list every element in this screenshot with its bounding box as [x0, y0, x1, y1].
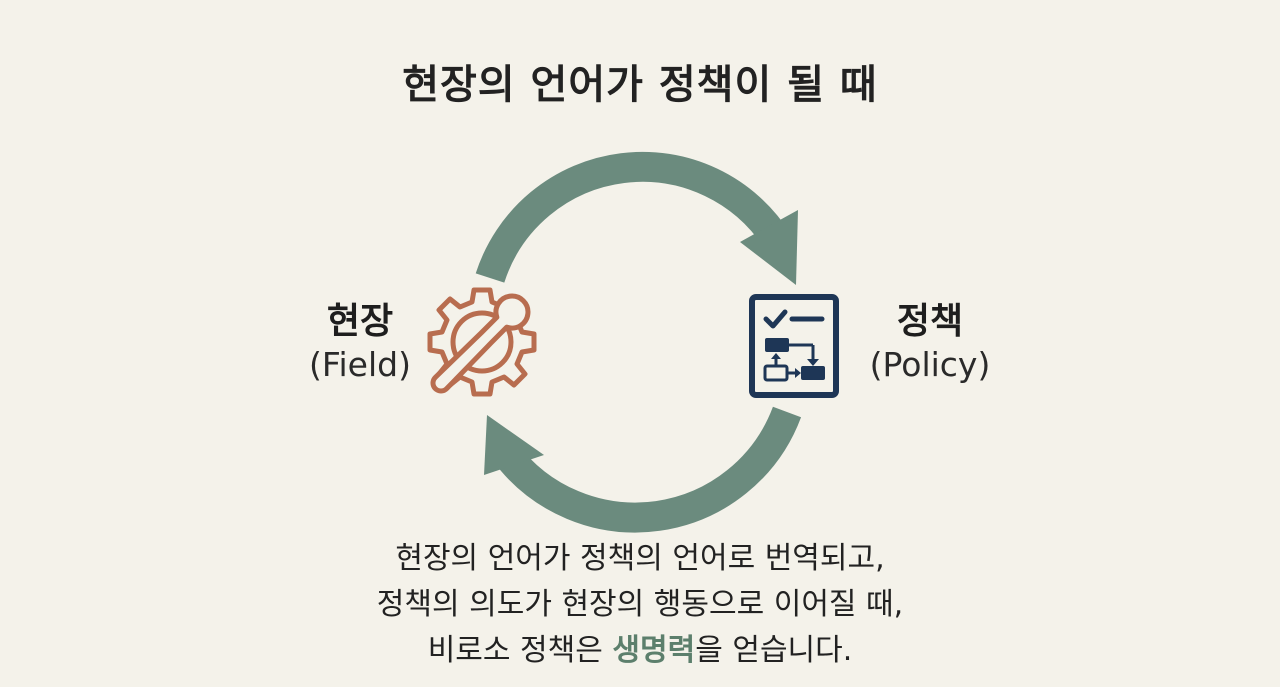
field-sublabel: (Field)	[309, 345, 411, 384]
caption-line-3-after: 을 얻습니다.	[695, 633, 853, 668]
caption-line-2: 정책의 의도가 현장의 행동으로 이어질 때,	[376, 587, 904, 622]
policy-label: 정책	[896, 301, 964, 342]
bottom-arrowhead	[484, 415, 544, 475]
caption: 현장의 언어가 정책의 언어로 번역되고, 정책의 의도가 현장의 행동으로 이…	[0, 536, 1280, 674]
caption-accent: 생명력	[612, 633, 696, 668]
field-node-label: 현장 (Field)	[290, 300, 430, 386]
page-title: 현장의 언어가 정책이 될 때	[402, 62, 878, 108]
checklist-flow-icon	[749, 294, 839, 398]
caption-line-3-before: 비로소 정책은	[427, 633, 613, 668]
caption-line-1: 현장의 언어가 정책의 언어로 번역되고,	[395, 541, 885, 576]
gear-wrench-icon	[427, 287, 537, 397]
caption-line-3: 비로소 정책은 생명력을 얻습니다.	[0, 628, 1280, 674]
policy-node-label: 정책 (Policy)	[855, 300, 1005, 386]
bottom-arrow	[492, 406, 802, 533]
top-arrowhead	[740, 210, 798, 285]
field-label: 현장	[326, 301, 394, 342]
policy-sublabel: (Policy)	[869, 345, 991, 384]
top-arrow	[475, 151, 791, 283]
